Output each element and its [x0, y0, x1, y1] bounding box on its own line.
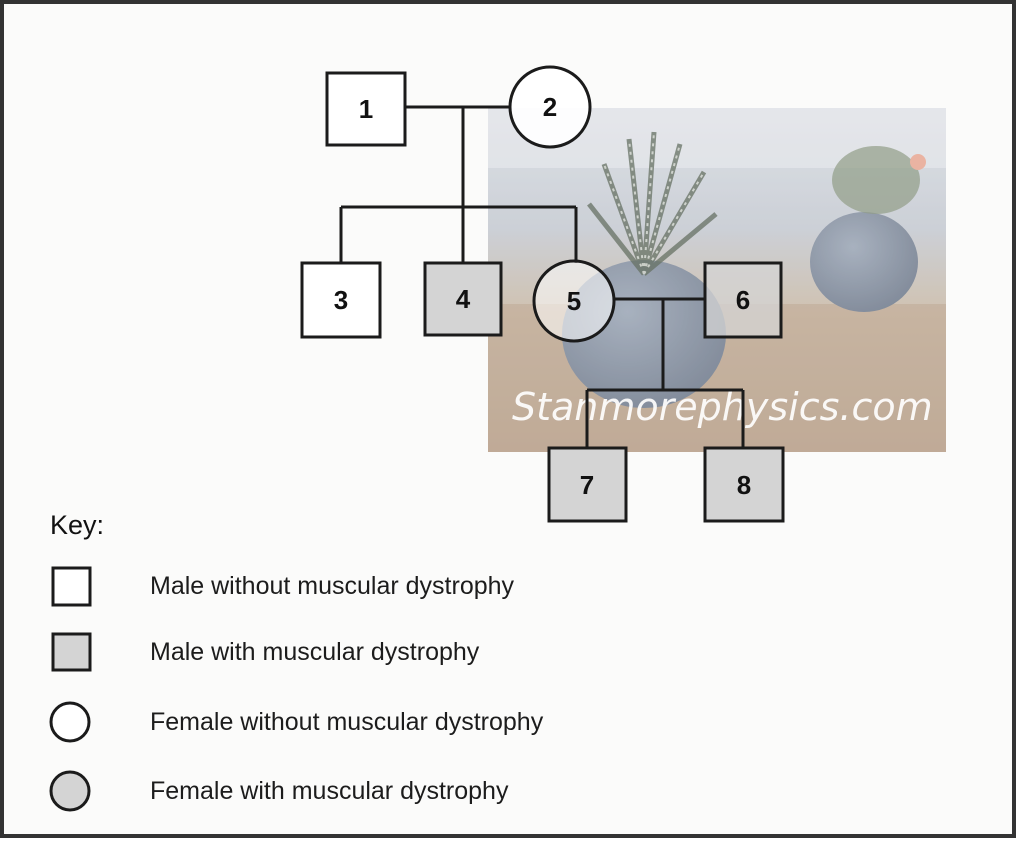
individual-7: 7 [549, 448, 626, 521]
individual-8-number: 8 [737, 470, 751, 500]
legend: Key: Male without muscular dystrophy Mal… [50, 510, 544, 810]
male-affected-symbol-icon [53, 634, 90, 670]
individual-2-number: 2 [543, 92, 557, 122]
individual-5-number: 5 [567, 286, 581, 316]
male-unaffected-symbol-icon [53, 568, 90, 605]
legend-item-male-unaffected: Male without muscular dystrophy [53, 568, 515, 605]
legend-label-male-affected: Male with muscular dystrophy [150, 638, 480, 666]
legend-label-female-affected: Female with muscular dystrophy [150, 777, 509, 805]
individual-3-number: 3 [334, 285, 348, 315]
female-affected-symbol-icon [51, 772, 89, 810]
legend-item-female-unaffected: Female without muscular dystrophy [51, 703, 544, 741]
individual-6: 6 [705, 263, 781, 337]
legend-title: Key: [50, 510, 104, 540]
individual-4: 4 [425, 263, 501, 335]
individual-6-number: 6 [736, 285, 750, 315]
watermark-text: Stanmorephysics.com [512, 385, 933, 429]
individual-7-number: 7 [580, 470, 594, 500]
pedigree-diagram: Stanmorephysics.com 1 2 3 [4, 4, 1016, 842]
individual-4-number: 4 [456, 284, 471, 314]
legend-item-female-affected: Female with muscular dystrophy [51, 772, 509, 810]
individual-8: 8 [705, 448, 783, 521]
legend-label-male-unaffected: Male without muscular dystrophy [150, 572, 515, 600]
legend-label-female-unaffected: Female without muscular dystrophy [150, 708, 544, 736]
individual-1: 1 [327, 73, 405, 145]
individual-1-number: 1 [359, 94, 373, 124]
individual-5: 5 [534, 261, 614, 341]
legend-item-male-affected: Male with muscular dystrophy [53, 634, 480, 670]
female-unaffected-symbol-icon [51, 703, 89, 741]
individual-3: 3 [302, 263, 380, 337]
individual-2: 2 [510, 67, 590, 147]
